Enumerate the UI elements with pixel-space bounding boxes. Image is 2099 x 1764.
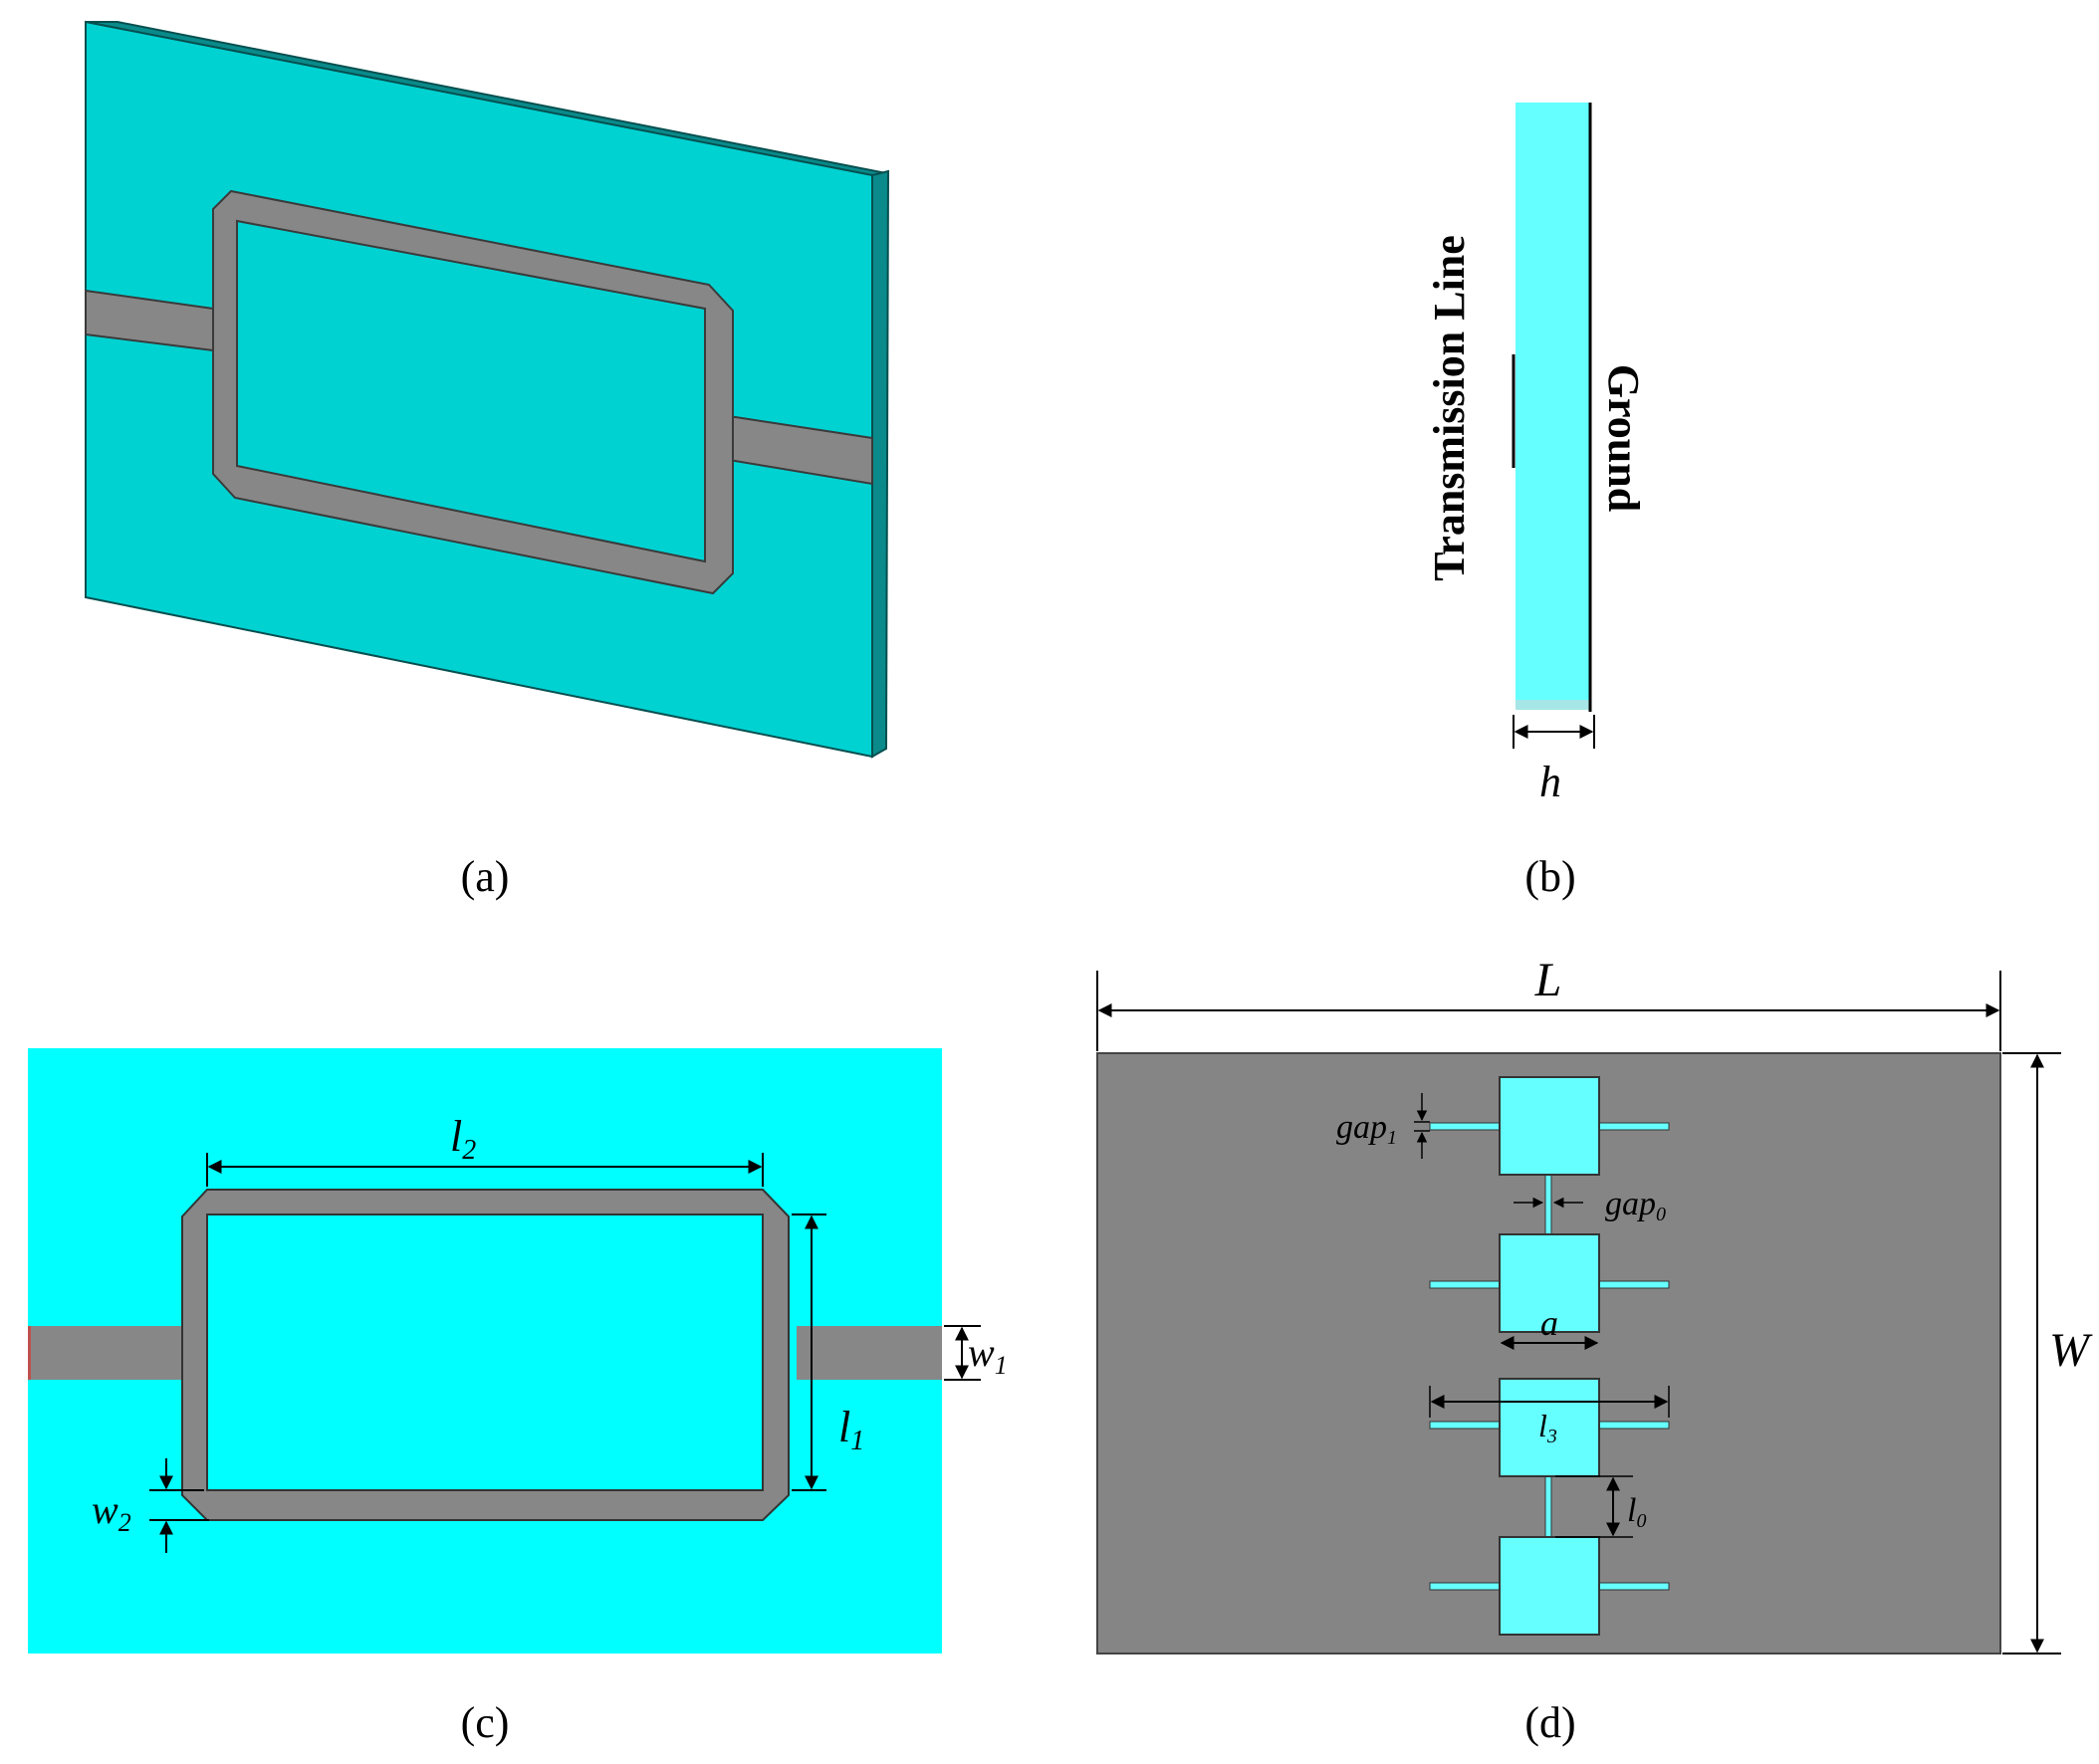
- right-feed-top: [797, 1326, 942, 1380]
- L-label: L: [1534, 954, 1562, 1006]
- cell-link-1: [1544, 1172, 1552, 1235]
- panel-a: (a): [85, 20, 890, 901]
- unit-cell-2: [1429, 1233, 1670, 1333]
- h-label: h: [1539, 758, 1561, 806]
- gap0-label: gap0: [1605, 1186, 1666, 1225]
- substrate-front-face: [85, 20, 873, 759]
- port-marker: [28, 1326, 31, 1380]
- l3-label: l3: [1538, 1408, 1557, 1447]
- panel-d: L W gap1 gap0 a l3: [1096, 954, 2093, 1747]
- caption-c: (c): [461, 1698, 510, 1747]
- W-label: W: [2049, 1324, 2093, 1377]
- l1-label: l1: [838, 1403, 864, 1456]
- cell-link-3: [1544, 1470, 1552, 1540]
- w2-label: w2: [92, 1487, 131, 1537]
- a-label: a: [1540, 1303, 1558, 1343]
- caption-a: (a): [461, 852, 510, 901]
- ring-resonator-top: [181, 1189, 790, 1521]
- substrate-side-face: [871, 169, 890, 759]
- w1-label: w1: [968, 1330, 1008, 1380]
- l0-label: l0: [1627, 1492, 1646, 1532]
- panel-b: Transmission Line Ground h (b): [1425, 103, 1648, 901]
- side-substrate: [1516, 103, 1590, 710]
- transmission-line-label: Transmission Line: [1425, 235, 1474, 581]
- left-feed-top: [28, 1326, 182, 1380]
- gap1-label: gap1: [1336, 1109, 1397, 1149]
- l2-label: l2: [450, 1112, 476, 1166]
- ring-resonator-3d: [212, 189, 734, 595]
- ground-label: Ground: [1599, 364, 1648, 512]
- microstrip-3d: [85, 189, 873, 595]
- side-substrate-bottom: [1516, 700, 1590, 710]
- panel-c: l2 l1 w1 w2 (c): [28, 1048, 1008, 1747]
- caption-d: (d): [1524, 1698, 1575, 1747]
- unit-cell-1: [1429, 1076, 1670, 1176]
- caption-b: (b): [1524, 852, 1575, 901]
- substrate-3d: [85, 20, 890, 759]
- unit-cell-4: [1429, 1536, 1670, 1636]
